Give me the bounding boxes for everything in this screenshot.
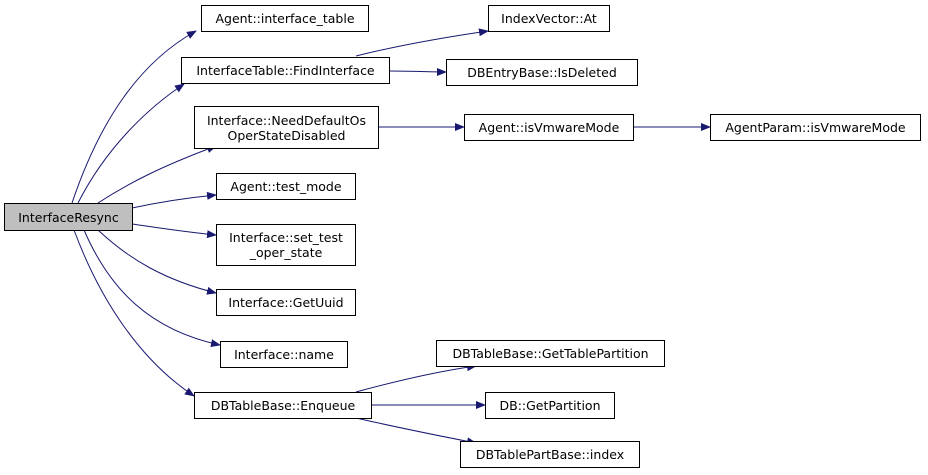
- node-label: Interface::GetUuid: [228, 295, 344, 310]
- node-interface-get-uuid[interactable]: Interface::GetUuid: [216, 289, 356, 316]
- node-label: Agent::test_mode: [230, 179, 342, 194]
- node-label: IndexVector::At: [501, 11, 597, 26]
- node-index-vector-at[interactable]: IndexVector::At: [488, 5, 610, 32]
- node-label: Agent::interface_table: [215, 11, 355, 26]
- node-db-get-partition[interactable]: DB::GetPartition: [485, 392, 615, 419]
- node-agent-param-is-vmware-mode[interactable]: AgentParam::isVmwareMode: [710, 114, 921, 141]
- edge-resync-to-set-test: [131, 223, 217, 239]
- edge-find-interface-to-at: [355, 28, 489, 57]
- node-label: DB::GetPartition: [499, 398, 601, 413]
- node-label: Agent::isVmwareMode: [478, 120, 620, 135]
- edge-resync-to-name: [83, 229, 221, 348]
- node-label: AgentParam::isVmwareMode: [725, 120, 906, 135]
- node-label: DBEntryBase::IsDeleted: [467, 65, 617, 80]
- edge-enqueue-to-part-base-index: [355, 417, 477, 446]
- node-label: DBTableBase::Enqueue: [210, 398, 356, 413]
- node-db-entry-base-is-deleted[interactable]: DBEntryBase::IsDeleted: [446, 59, 638, 86]
- node-interface-resync[interactable]: InterfaceResync: [4, 203, 133, 231]
- edge-resync-to-test-mode: [131, 191, 217, 209]
- node-agent-is-vmware-mode[interactable]: Agent::isVmwareMode: [464, 114, 634, 141]
- edge-resync-to-need-default-os: [97, 145, 217, 204]
- node-label-line2: OperStateDisabled: [227, 127, 346, 143]
- node-label: DBTablePartBase::index: [475, 447, 625, 462]
- edge-find-interface-to-is-deleted: [389, 67, 447, 76]
- node-label-line1: Interface::set_test: [229, 230, 343, 245]
- edge-resync-to-find-interface: [77, 83, 185, 204]
- node-label: InterfaceResync: [18, 209, 119, 225]
- node-interface-set-test-oper-state[interactable]: Interface::set_test _oper_state: [216, 224, 356, 266]
- edge-resync-to-get-uuid: [97, 229, 217, 295]
- node-agent-interface-table[interactable]: Agent::interface_table: [201, 5, 369, 32]
- node-agent-test-mode[interactable]: Agent::test_mode: [216, 173, 356, 200]
- node-db-table-base-enqueue[interactable]: DBTableBase::Enqueue: [194, 392, 372, 419]
- node-label-line2: _oper_state: [249, 245, 323, 260]
- node-label: DBTableBase::GetTablePartition: [452, 346, 649, 361]
- node-interface-table-find-interface[interactable]: InterfaceTable::FindInterface: [181, 57, 390, 84]
- edge-resync-to-enqueue: [73, 229, 195, 397]
- node-label: Interface::name: [234, 347, 334, 362]
- node-db-table-part-base-index[interactable]: DBTablePartBase::index: [460, 441, 640, 468]
- node-db-table-base-get-table-partition[interactable]: DBTableBase::GetTablePartition: [436, 340, 665, 367]
- node-interface-name[interactable]: Interface::name: [220, 341, 348, 368]
- node-label-line1: Interface::NeedDefaultOs: [206, 112, 367, 128]
- node-label: InterfaceTable::FindInterface: [196, 63, 375, 78]
- node-interface-need-default-os[interactable]: Interface::NeedDefaultOs OperStateDisabl…: [194, 106, 379, 149]
- edge-enqueue-to-get-table-partition: [355, 363, 477, 393]
- edge-resync-to-interface-table: [71, 30, 197, 204]
